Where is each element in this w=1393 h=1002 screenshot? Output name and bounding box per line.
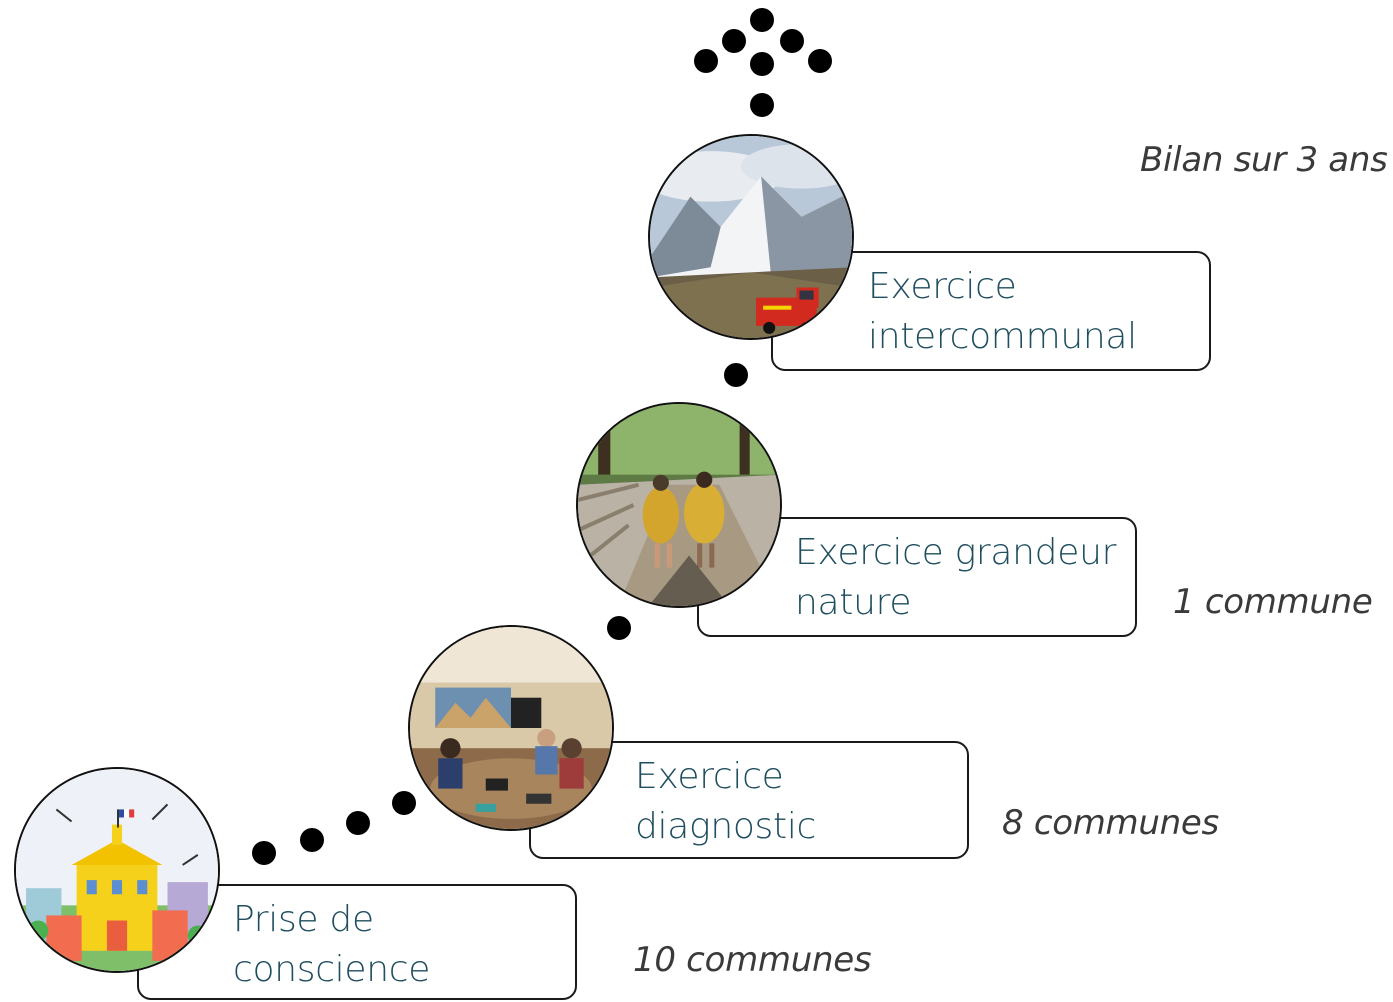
- step-count-diagnostic: 8 communes: [1002, 803, 1219, 843]
- step-count-grandeur: 1 commune: [1173, 582, 1373, 622]
- dot: [392, 791, 416, 815]
- headline: Bilan sur 3 ans: [1140, 140, 1388, 180]
- dot: [722, 29, 746, 53]
- dot: [346, 811, 370, 835]
- dot: [750, 93, 774, 117]
- step-box-intercommunal: [771, 251, 1211, 371]
- meeting-room-photo: [408, 625, 614, 831]
- dot: [252, 841, 276, 865]
- step-label-intercommunal: Exercice intercommunal: [868, 266, 1137, 357]
- step-label-prise: Prise de conscience: [233, 899, 431, 990]
- step-box-grandeur: [697, 517, 1137, 637]
- dot: [780, 29, 804, 53]
- bridge-exercise-photo: [576, 402, 782, 608]
- step-count-prise: 10 communes: [633, 940, 872, 980]
- dot: [300, 828, 324, 852]
- mountain-firetruck-photo: [648, 134, 854, 340]
- dot: [750, 52, 774, 76]
- dot: [808, 49, 832, 73]
- dot: [750, 8, 774, 32]
- step-label-grandeur: Exercice grandeur nature: [795, 532, 1117, 623]
- dot: [724, 363, 748, 387]
- dot: [694, 49, 718, 73]
- dot: [607, 616, 631, 640]
- step-label-diagnostic: Exercice diagnostic: [635, 756, 817, 847]
- town-hall-illustration: [14, 767, 220, 973]
